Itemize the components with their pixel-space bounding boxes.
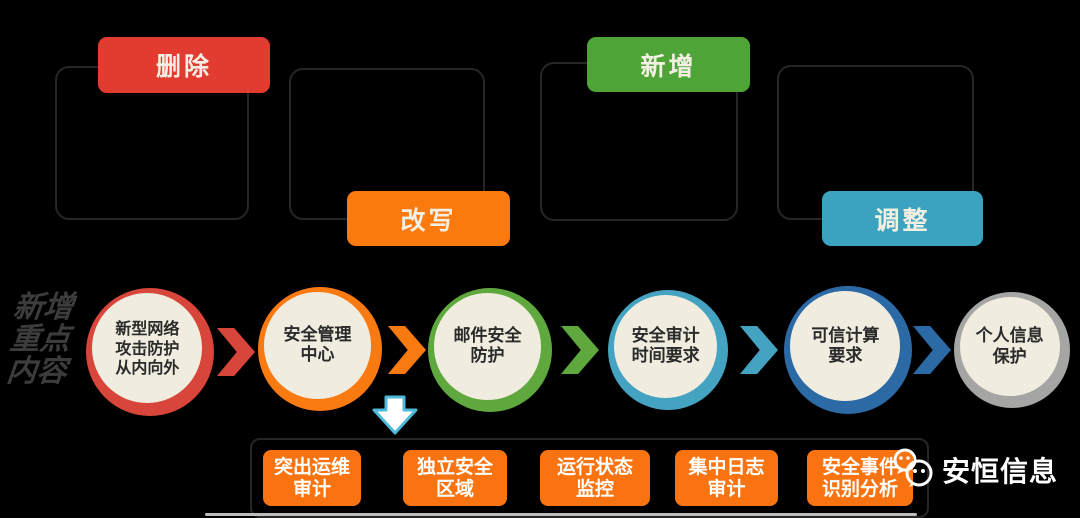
side-label: 新增 重点 内容 (4, 290, 76, 389)
brand-name: 安恒信息 (942, 455, 1059, 488)
detail-box-3: 运行状态监控 (540, 450, 650, 506)
down-arrow-icon (370, 395, 420, 435)
flow-arrow-3-icon (561, 326, 599, 374)
flow-step-6-text: 个人信息 (975, 326, 1044, 347)
bottom-divider (205, 513, 917, 516)
flow-step-4-face: 安全审计 时间要求 (614, 294, 718, 398)
flow-step-4: 安全审计 时间要求 (608, 290, 728, 410)
flow-step-5-face: 可信计算 要求 (790, 291, 901, 402)
flow-arrow-1-icon (217, 328, 255, 376)
flow-arrow-5-icon (913, 326, 951, 374)
flow-step-5-text: 可信计算 (811, 325, 880, 346)
flow-step-2-face: 安全管理 中心 (264, 291, 371, 399)
flow-step-2: 安全管理 中心 (258, 287, 382, 411)
flow-step-4-text: 时间要求 (631, 346, 700, 367)
side-label-line: 内容 (4, 354, 69, 389)
flow-step-1-text: 新型网络 (115, 319, 180, 339)
detail-box-2: 独立安全区域 (403, 450, 507, 506)
flow-step-6-text: 保护 (992, 346, 1027, 367)
flow-step-3: 邮件安全 防护 (428, 288, 552, 412)
flow-step-3-text: 防护 (470, 346, 505, 367)
detail-box-4: 集中日志审计 (675, 450, 778, 506)
legend-tag-new: 新增 (587, 37, 750, 92)
flow-step-4-text: 安全审计 (631, 326, 700, 346)
flow-step-6: 个人信息 保护 (954, 292, 1070, 408)
detail-box-5: 安全事件识别分析 (807, 450, 913, 506)
side-label-line: 新增 (11, 290, 76, 325)
wechat-icon (890, 447, 936, 493)
detail-box-1: 突出运维审计 (263, 450, 361, 506)
flow-step-3-text: 邮件安全 (453, 325, 522, 346)
flow-step-2-text: 安全管理 (283, 324, 352, 345)
flow-step-6-face: 个人信息 保护 (959, 296, 1060, 397)
brand-footer: 安恒信息 (890, 447, 1058, 493)
flow-step-5-text: 要求 (828, 346, 863, 367)
flow-step-1-text: 攻击防护 (115, 338, 180, 358)
flow-arrow-2-icon (388, 326, 426, 374)
legend-tag-adjust: 调整 (822, 191, 983, 246)
flow-step-5: 可信计算 要求 (784, 286, 912, 414)
legend-tag-rewrite: 改写 (347, 191, 510, 246)
flow-step-1-face: 新型网络 攻击防护 从内向外 (92, 293, 203, 404)
flow-step-2-text: 中心 (300, 345, 335, 366)
legend-tag-delete: 删除 (98, 37, 270, 93)
flow-arrow-4-icon (740, 326, 778, 374)
side-label-line: 重点 (8, 322, 72, 357)
flow-step-1: 新型网络 攻击防护 从内向外 (86, 288, 214, 416)
flow-step-1-text: 从内向外 (115, 357, 180, 377)
flow-step-3-face: 邮件安全 防护 (434, 292, 541, 400)
